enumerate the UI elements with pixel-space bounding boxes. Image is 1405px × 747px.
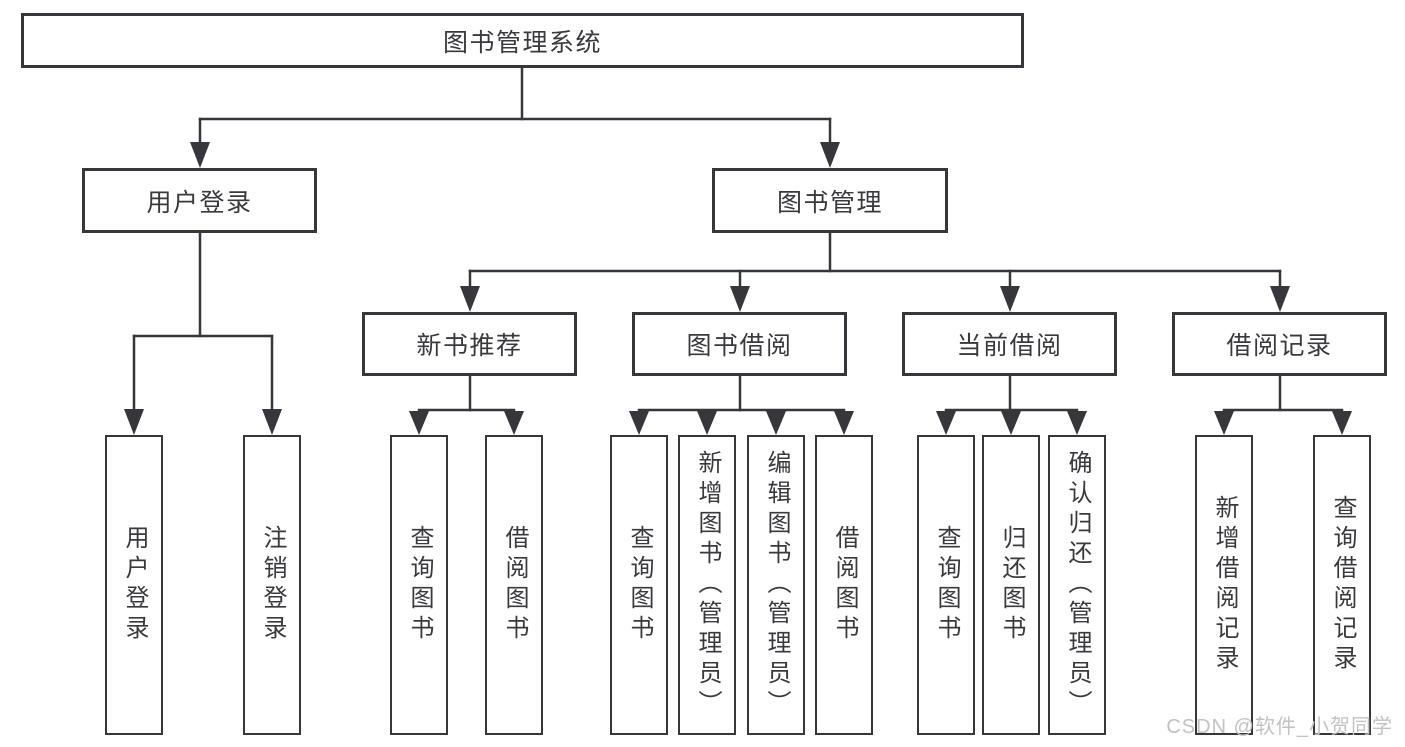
leaf-return-books-label: 归还图书 [998, 525, 1025, 645]
connector-borrow-records-to-leaves [1214, 374, 1352, 435]
leaf-query-books-borrow-label: 查询图书 [626, 525, 653, 645]
leaf-confirm-return-admin: 确认归还（管理员） [1048, 435, 1106, 735]
node-new-book-recommend-label: 新书推荐 [416, 332, 523, 360]
leaf-add-books-admin-label: 新增图书（管理员） [694, 450, 721, 720]
connector-user-login-to-leaves [124, 231, 282, 435]
node-borrow-records-label: 借阅记录 [1226, 332, 1333, 360]
connector-new-book-recommend-to-leaves [409, 374, 524, 435]
leaf-user-login-label: 用户登录 [121, 525, 148, 645]
node-current-borrow: 当前借阅 [902, 312, 1117, 376]
leaf-query-books-borrow: 查询图书 [610, 435, 668, 735]
node-new-book-recommend: 新书推荐 [362, 312, 577, 376]
leaf-query-books-current: 查询图书 [917, 435, 975, 735]
node-book-management-label: 图书管理 [776, 188, 883, 217]
leaf-query-books-current-label: 查询图书 [933, 525, 960, 645]
leaf-query-books-recommend-label: 查询图书 [406, 525, 433, 645]
node-root-system: 图书管理系统 [21, 13, 1024, 68]
connector-book-management-to-level3 [460, 231, 1290, 312]
connector-root-to-level2 [190, 66, 840, 168]
leaf-edit-books-admin-label: 编辑图书（管理员） [763, 450, 790, 720]
node-borrow-records: 借阅记录 [1172, 312, 1387, 376]
node-user-login: 用户登录 [82, 168, 317, 233]
leaf-return-books: 归还图书 [982, 435, 1040, 735]
leaf-edit-books-admin: 编辑图书（管理员） [747, 435, 805, 735]
connector-book-borrow-to-leaves [629, 374, 854, 435]
node-current-borrow-label: 当前借阅 [956, 332, 1063, 360]
leaf-add-borrow-record-label: 新增借阅记录 [1211, 495, 1238, 675]
leaf-logout: 注销登录 [243, 435, 301, 735]
leaf-add-borrow-record: 新增借阅记录 [1195, 435, 1253, 735]
leaf-query-books-recommend: 查询图书 [390, 435, 448, 735]
leaf-borrow-books: 借阅图书 [815, 435, 873, 735]
node-user-login-label: 用户登录 [146, 188, 253, 217]
leaf-confirm-return-admin-label: 确认归还（管理员） [1064, 450, 1091, 720]
leaf-logout-label: 注销登录 [259, 525, 286, 645]
leaf-query-borrow-record: 查询借阅记录 [1313, 435, 1371, 735]
csdn-watermark: CSDN @软件_小贺同学 [1166, 716, 1393, 738]
node-book-borrow: 图书借阅 [632, 312, 847, 376]
node-book-management: 图书管理 [712, 168, 948, 233]
node-root-label: 图书管理系统 [442, 28, 602, 57]
leaf-borrow-books-label: 借阅图书 [831, 525, 858, 645]
leaf-query-borrow-record-label: 查询借阅记录 [1329, 495, 1356, 675]
leaf-user-login: 用户登录 [105, 435, 163, 735]
leaf-borrow-books-recommend-label: 借阅图书 [501, 525, 528, 645]
leaf-borrow-books-recommend: 借阅图书 [485, 435, 543, 735]
node-book-borrow-label: 图书借阅 [686, 332, 793, 360]
connector-current-borrow-to-leaves [936, 374, 1087, 435]
leaf-add-books-admin: 新增图书（管理员） [678, 435, 736, 735]
